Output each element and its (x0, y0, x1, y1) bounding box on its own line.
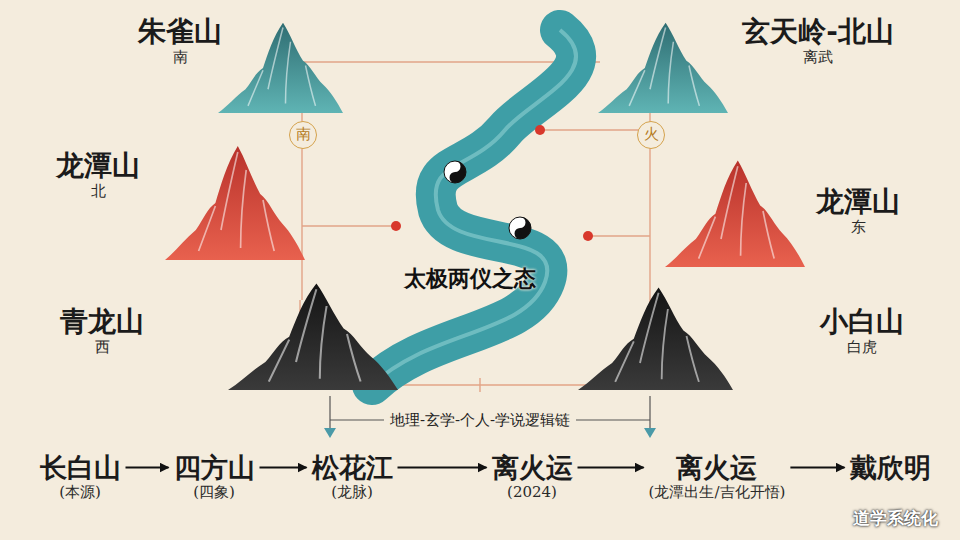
node-title: 四方山 (174, 452, 255, 483)
node-subtitle: 南 (138, 48, 222, 68)
chain-arrow (790, 467, 844, 469)
node-title: 龙潭山 (56, 150, 140, 182)
node-subtitle: (本源) (40, 483, 121, 503)
node-title: 青龙山 (60, 306, 144, 338)
mountain-label: 龙潭山北 (56, 150, 140, 202)
chain-node: 戴欣明 (850, 452, 931, 483)
node-title: 玄天岭-北山 (742, 16, 894, 48)
node-title: 朱雀山 (138, 16, 222, 48)
node-subtitle: 白虎 (820, 338, 904, 358)
node-title: 松花江 (312, 452, 393, 483)
direction-circle: 火 (637, 121, 665, 149)
chain-node: 离火运(龙潭出生/吉化开悟) (649, 452, 786, 503)
chain-arrow (126, 467, 169, 469)
node-subtitle: (2024) (492, 483, 573, 503)
center-title: 太极两仪之态 (404, 264, 536, 294)
node-subtitle: 西 (60, 338, 144, 358)
node-subtitle: 东 (816, 218, 900, 238)
node-title: 长白山 (40, 452, 121, 483)
node-subtitle: 离武 (742, 48, 894, 68)
mountain-label: 朱雀山南 (138, 16, 222, 68)
node-title: 戴欣明 (850, 452, 931, 483)
node-title: 离火运 (492, 452, 573, 483)
node-subtitle: 火 (644, 125, 659, 145)
chain-arrow (578, 467, 644, 469)
chain-node: 长白山(本源) (40, 452, 121, 503)
node-subtitle: 南 (296, 125, 311, 145)
mountain-label: 小白山白虎 (820, 306, 904, 358)
direction-circle: 南 (289, 121, 317, 149)
node-title: 小白山 (820, 306, 904, 338)
node-title: 龙潭山 (816, 186, 900, 218)
chain-arrow (260, 467, 307, 469)
chain-caption: 地理-玄学-个人-学说逻辑链 (384, 411, 576, 430)
node-subtitle: (龙脉) (312, 483, 393, 503)
chain-node: 四方山(四象) (174, 452, 255, 503)
mountain-label: 青龙山西 (60, 306, 144, 358)
node-subtitle: (龙潭出生/吉化开悟) (649, 483, 786, 503)
node-subtitle: (四象) (174, 483, 255, 503)
chain-node: 离火运(2024) (492, 452, 573, 503)
mountain-label: 玄天岭-北山离武 (742, 16, 894, 68)
chain-node: 松花江(龙脉) (312, 452, 393, 503)
watermark: 道学系统化 (853, 507, 938, 530)
mountain-label: 龙潭山东 (816, 186, 900, 238)
node-title: 离火运 (649, 452, 786, 483)
chain-arrow (398, 467, 487, 469)
node-subtitle: 北 (56, 182, 140, 202)
